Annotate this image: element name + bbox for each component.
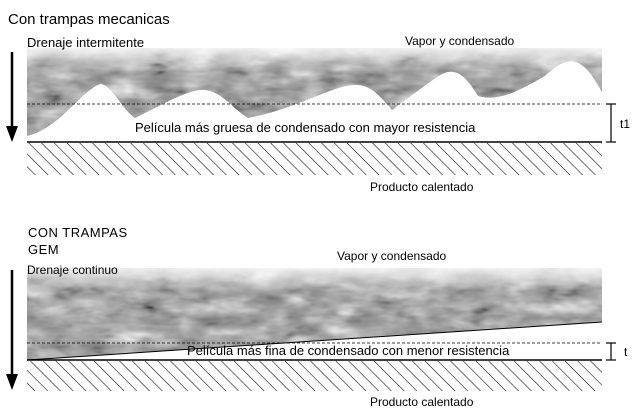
bottom-panel [6,268,616,391]
top-title: Con trampas mecanicas [8,11,170,28]
bottom-thickness-label: t [624,345,628,359]
top-panel [6,48,616,175]
top-subtitle: Drenaje intermitente [27,35,145,50]
top-thickness-label: t1 [620,117,631,131]
bottom-subtitle: Drenaje continuo [27,263,118,277]
top-hatched-wall [27,143,602,175]
bottom-title-line1: CON TRAMPAS [28,225,128,240]
top-steam-region [27,48,602,143]
bottom-steam-region [27,268,602,360]
top-product-label: Producto calentado [370,180,474,194]
bottom-down-arrow [6,270,18,390]
bottom-steam-label: Vapor y condensado [337,249,447,263]
bottom-title-line2: GEM [28,242,60,257]
bottom-product-label: Producto calentado [370,395,474,409]
top-thickness-bracket [606,103,616,143]
bottom-thickness-bracket [606,342,616,361]
top-steam-label: Vapor y condensado [405,34,515,48]
bottom-hatched-wall [27,361,602,391]
top-down-arrow [6,52,18,142]
bottom-film-label: Película más fina de condensado con meno… [187,343,510,358]
top-condensate-film [27,61,602,143]
top-film-label: Película más gruesa de condensado con ma… [135,120,476,135]
